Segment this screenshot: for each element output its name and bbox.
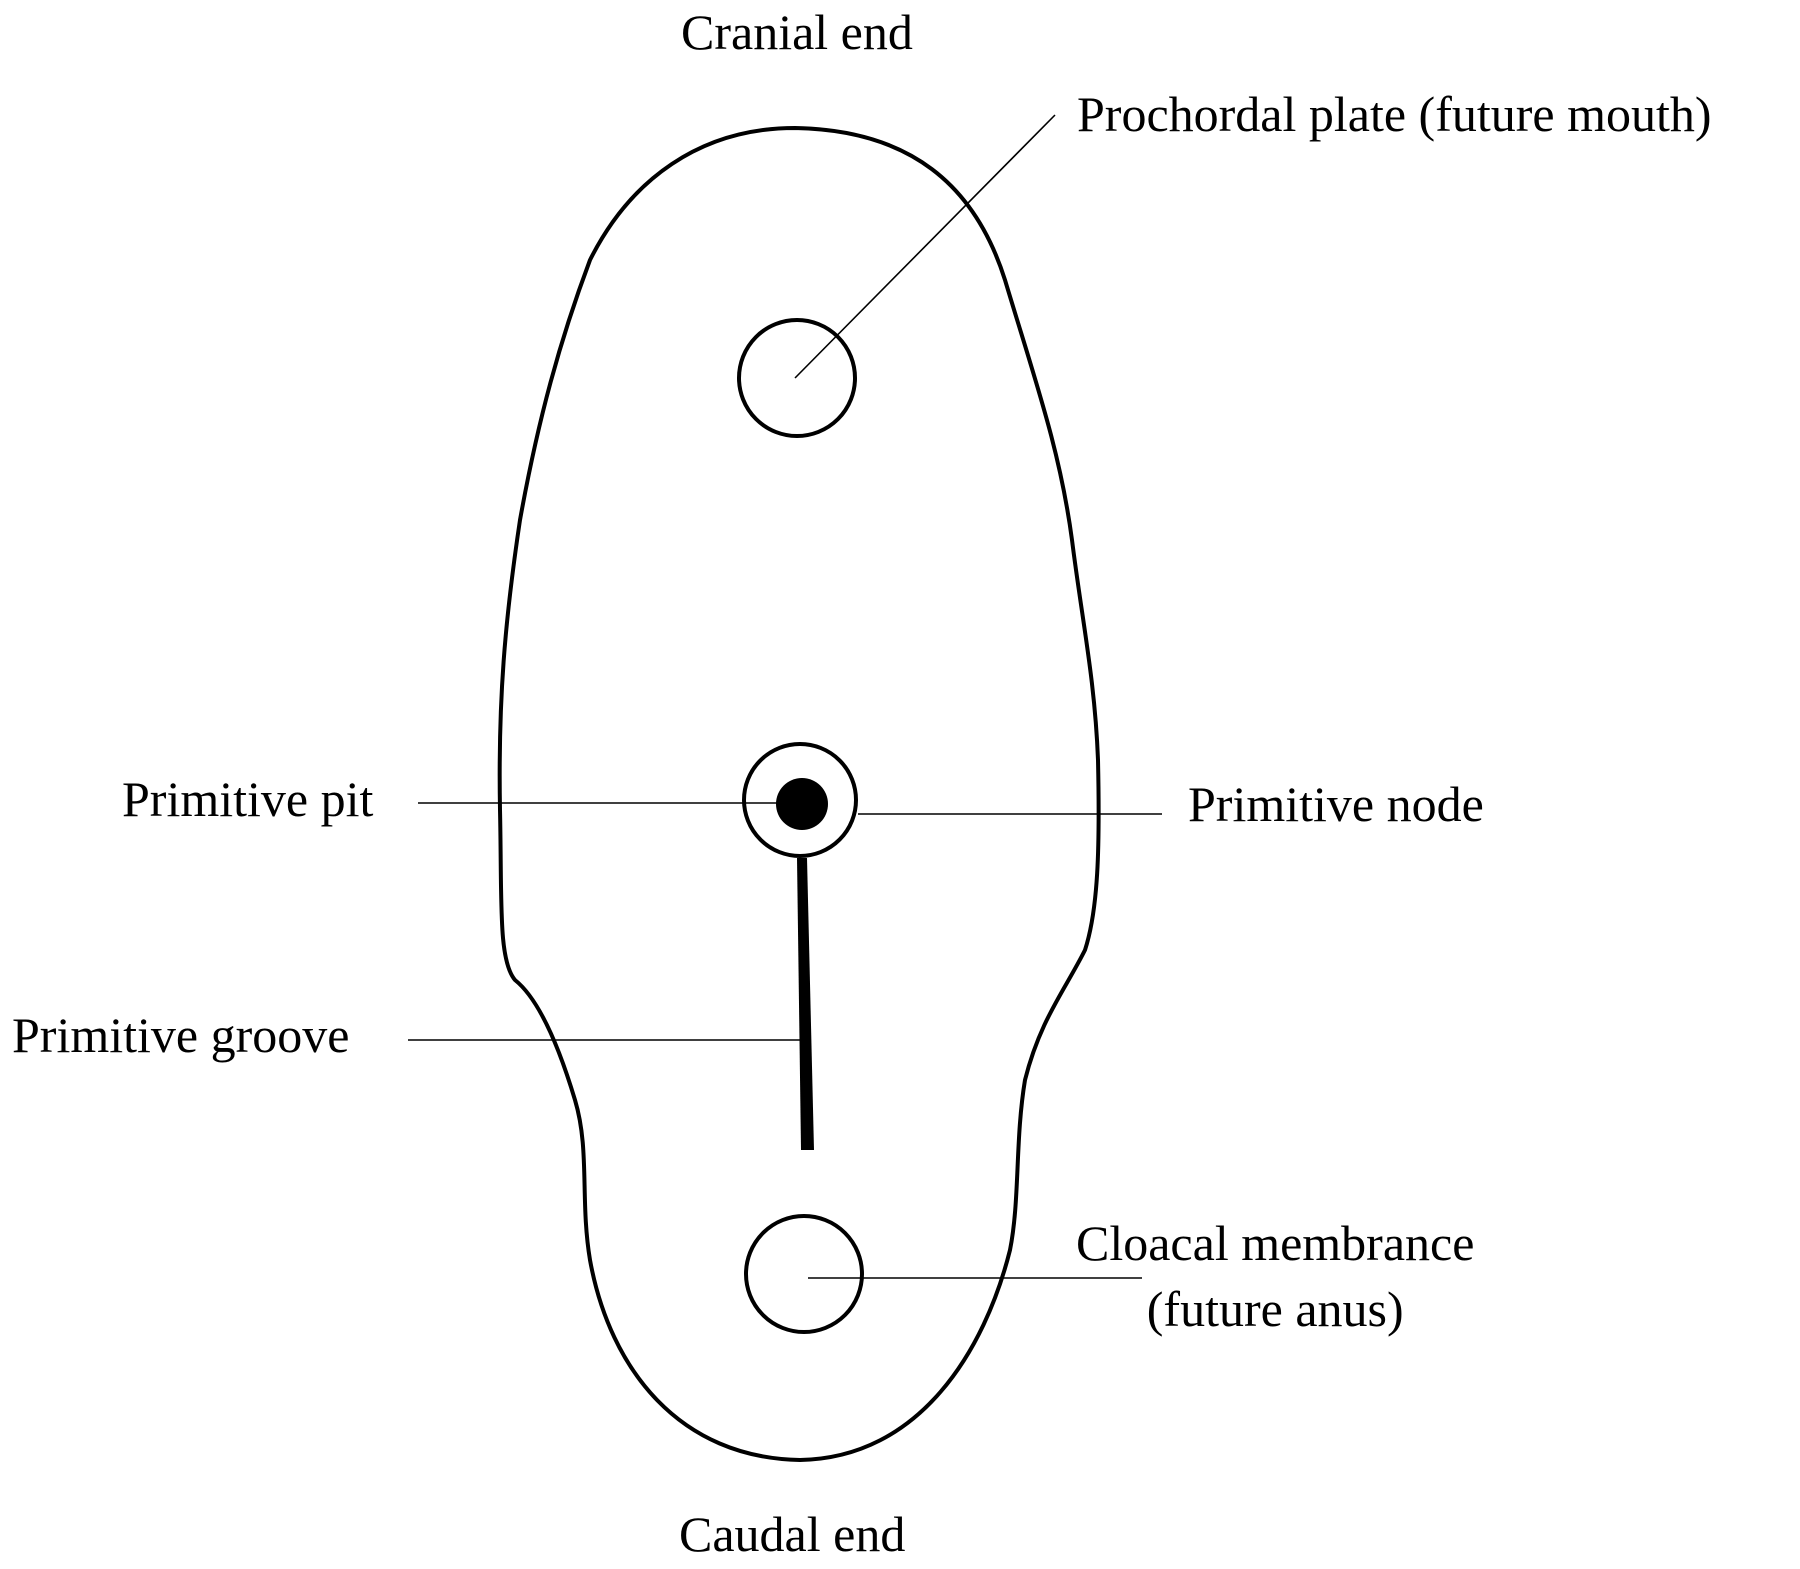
caudal-end-label: Caudal end — [679, 1506, 906, 1562]
primitive-pit-dot — [776, 778, 828, 830]
embryonic-disc-outline — [497, 125, 1101, 1463]
cloacal-membrane-label-line2: (future anus) — [1146, 1281, 1404, 1337]
primitive-pit-label: Primitive pit — [122, 771, 374, 827]
primitive-node-circle — [742, 742, 858, 858]
prochordal-plate-leader-line — [794, 114, 1056, 379]
cloacal-membrane-label-line1: Cloacal membrance — [1076, 1215, 1475, 1271]
prochordal-plate-circle — [737, 318, 857, 438]
primitive-groove-label: Primitive groove — [12, 1007, 350, 1063]
cloacal-membrane-label: Cloacal membrance (future anus) — [1076, 1210, 1474, 1342]
cranial-end-label: Cranial end — [681, 4, 913, 60]
primitive-groove-streak — [797, 858, 814, 1150]
primitive-node-label: Primitive node — [1188, 776, 1484, 832]
prochordal-plate-label: Prochordal plate (future mouth) — [1077, 86, 1712, 142]
cloacal-membrane-circle — [744, 1214, 864, 1334]
